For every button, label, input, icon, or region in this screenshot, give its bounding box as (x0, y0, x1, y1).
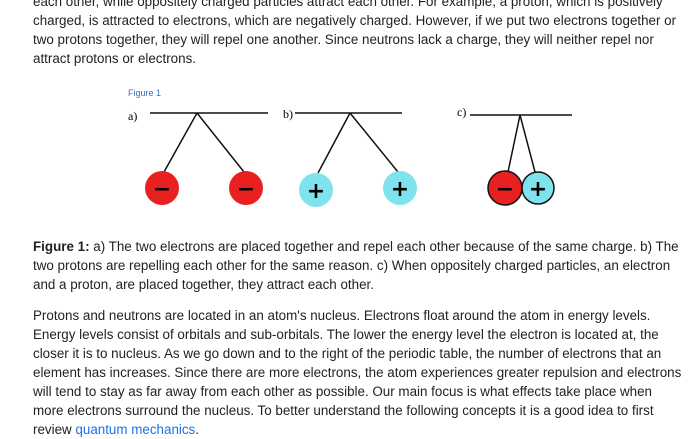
paragraph-end: . (195, 422, 199, 437)
figure-caption: Figure 1: a) The two electrons are place… (33, 237, 683, 294)
intro-paragraph: each other, while oppositely charged par… (33, 0, 677, 66)
label-c: c) (457, 105, 466, 119)
label-b: b) (283, 107, 293, 121)
plus-sign: + (307, 179, 325, 204)
body-paragraph: Protons and neutrons are located in an a… (33, 306, 683, 439)
figure-title: Figure 1 (128, 88, 161, 98)
quantum-mechanics-link[interactable]: quantum mechanics (75, 422, 196, 437)
electron-a1 (145, 171, 179, 205)
minus-sign: − (496, 177, 514, 202)
minus-sign: − (237, 177, 255, 202)
figure-1: Figure 1 a) b) c) − − + + − + (128, 88, 572, 207)
paragraph-text: Protons and neutrons are located in an a… (33, 308, 682, 437)
caption-text: a) The two electrons are placed together… (33, 239, 679, 292)
minus-sign: − (153, 177, 171, 202)
strings (150, 112, 572, 174)
plus-sign: + (391, 177, 409, 202)
proton-b2 (383, 171, 417, 205)
proton-b1 (299, 173, 333, 207)
label-a: a) (128, 109, 137, 123)
caption-label: Figure 1: (33, 239, 90, 254)
proton-c (521, 171, 555, 205)
plus-sign: + (529, 177, 547, 202)
electron-a2 (229, 171, 263, 205)
